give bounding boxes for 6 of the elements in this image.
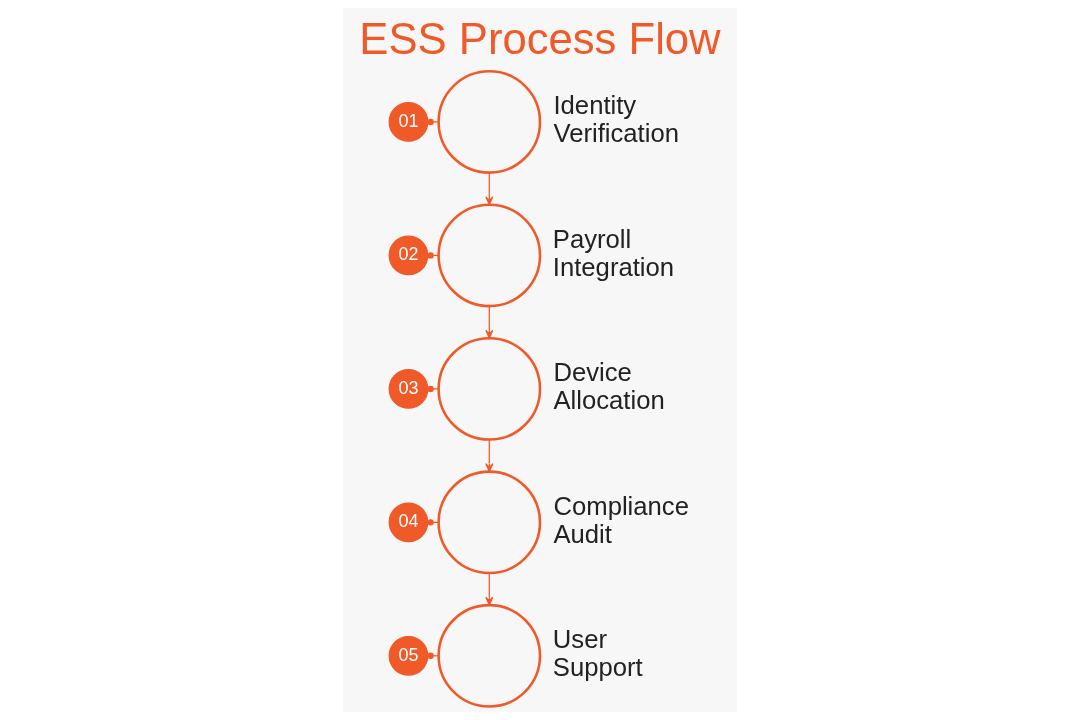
- node-label: Device Allocation: [553, 358, 665, 415]
- node-label: Payroll Integration: [552, 224, 675, 281]
- diagram-title: ESS Process Flow: [359, 14, 721, 63]
- node-label: Identity Verification: [553, 91, 679, 148]
- node-label: Compliance Audit: [553, 491, 689, 548]
- node-label: User Support: [552, 625, 643, 682]
